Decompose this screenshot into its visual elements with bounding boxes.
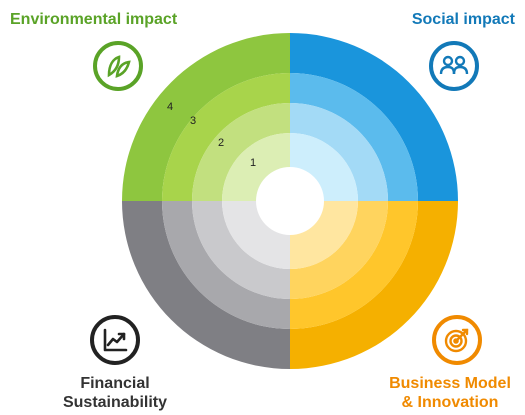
business-label-line2: & Innovation — [401, 394, 499, 411]
environmental-ring-2 — [192, 103, 290, 201]
ring-level-3: 3 — [190, 115, 196, 127]
financial-label-line1: Financial — [80, 375, 150, 392]
financial-sustainability-label: Financial Sustainability — [50, 374, 180, 412]
social-ring-2 — [290, 103, 388, 201]
environmental-impact-label: Environmental impact — [10, 11, 178, 28]
financial-ring-2 — [192, 201, 290, 299]
social-ring-3 — [290, 73, 418, 201]
business-label-line1: Business Model — [389, 375, 511, 392]
target-icon — [432, 315, 482, 365]
business-model-label: Business Model & Innovation — [380, 374, 520, 412]
environmental-ring-4 — [122, 33, 290, 201]
financial-ring-4 — [122, 201, 290, 369]
business-ring-3 — [290, 201, 418, 329]
business-ring-4 — [290, 201, 458, 369]
financial-label-line2: Sustainability — [62, 394, 168, 411]
people-icon — [429, 41, 479, 91]
environmental-ring-3 — [162, 73, 290, 201]
ring-level-2: 2 — [218, 137, 224, 149]
center-hub — [256, 167, 324, 235]
leaf-icon — [93, 41, 143, 91]
social-ring-4 — [290, 33, 458, 201]
financial-ring-3 — [162, 201, 290, 329]
chart-icon — [90, 315, 140, 365]
ring-level-1: 1 — [250, 157, 256, 169]
ring-level-4: 4 — [167, 101, 173, 113]
business-ring-2 — [290, 201, 388, 299]
social-impact-label: Social impact — [411, 11, 515, 28]
